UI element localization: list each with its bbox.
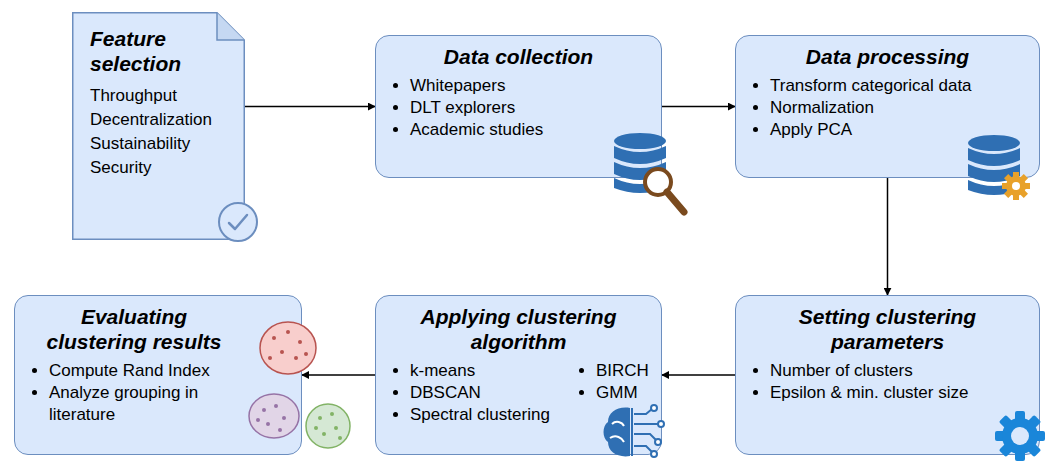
- bullet-list: Number of clustersEpsilon & min. cluster…: [750, 360, 1025, 404]
- database-search-icon: [612, 132, 692, 222]
- bullet-text: Analyze grouping in literature: [49, 383, 198, 424]
- bullet-item: GMM: [596, 382, 649, 404]
- feature-item: Security: [90, 156, 235, 180]
- bullet-text: Academic studies: [410, 120, 543, 139]
- gear-icon: [992, 408, 1048, 464]
- box-heading: Applying clustering algorithm: [390, 304, 647, 354]
- document-fold: [217, 13, 244, 40]
- bullet-item: Whitepapers: [410, 75, 647, 97]
- bullet-text: Whitepapers: [410, 76, 505, 95]
- flow-arrow: [302, 374, 375, 376]
- feature-item: Throughput: [90, 84, 235, 108]
- feature-item: Decentralization: [90, 108, 235, 132]
- flow-arrow: [245, 106, 375, 108]
- bullet-item: DBSCAN: [410, 382, 578, 404]
- bullet-text: Transform categorical data: [770, 76, 972, 95]
- bullet-text: Apply PCA: [770, 120, 852, 139]
- feature-item: Sustainability: [90, 132, 235, 156]
- bullet-text: DBSCAN: [410, 383, 481, 402]
- bullet-text: Normalization: [770, 98, 874, 117]
- document-box: Feature selectionThroughputDecentralizat…: [72, 12, 245, 240]
- database-gear-icon: [966, 134, 1036, 206]
- bullet-item: Analyze grouping in literature: [49, 382, 239, 426]
- bullet-text: Epsilon & min. cluster size: [770, 383, 968, 402]
- flow-arrow: [662, 106, 735, 108]
- bullet-item: Transform categorical data: [770, 75, 1025, 97]
- bullet-item: DLT explorers: [410, 97, 647, 119]
- bullet-item: Number of clusters: [770, 360, 1025, 382]
- bullet-list: Compute Rand IndexAnalyze grouping in li…: [29, 360, 239, 426]
- bullet-text: BIRCH: [596, 361, 649, 380]
- box-heading: Data processing: [750, 44, 1025, 69]
- flow-arrow: [662, 374, 735, 376]
- process-box: Setting clustering parametersNumber of c…: [735, 295, 1040, 455]
- box-heading: Feature selection: [90, 26, 235, 76]
- bullet-text: GMM: [596, 383, 638, 402]
- bullet-item: Compute Rand Index: [49, 360, 239, 382]
- bullet-list: Transform categorical dataNormalizationA…: [750, 75, 1025, 141]
- bullet-text: k-means: [410, 361, 475, 380]
- bullet-text: Spectral clustering: [410, 405, 550, 424]
- check-icon: [216, 200, 260, 244]
- bullet-item: k-means: [410, 360, 578, 382]
- bullet-list: k-meansDBSCAN Spectral clustering BIRCH GMM: [390, 360, 647, 426]
- bullet-list: WhitepapersDLT explorersAcademic studies: [390, 75, 647, 141]
- box-heading: Evaluating clustering results: [29, 304, 239, 354]
- bullet-text: DLT explorers: [410, 98, 515, 117]
- clusters-icon: [240, 318, 356, 464]
- bullet-item: Epsilon & min. cluster size: [770, 382, 1025, 404]
- box-heading: Setting clustering parameters: [750, 304, 1025, 354]
- bullet-item: Normalization: [770, 97, 1025, 119]
- flow-arrow: [887, 178, 889, 295]
- brain-circuit-icon: [600, 404, 666, 462]
- bullet-item: BIRCH: [596, 360, 649, 382]
- document-body: [73, 13, 245, 240]
- bullet-text: Number of clusters: [770, 361, 913, 380]
- bullet-text: Compute Rand Index: [49, 361, 210, 380]
- box-heading: Data collection: [390, 44, 647, 69]
- bullet-item: Academic studies: [410, 119, 647, 141]
